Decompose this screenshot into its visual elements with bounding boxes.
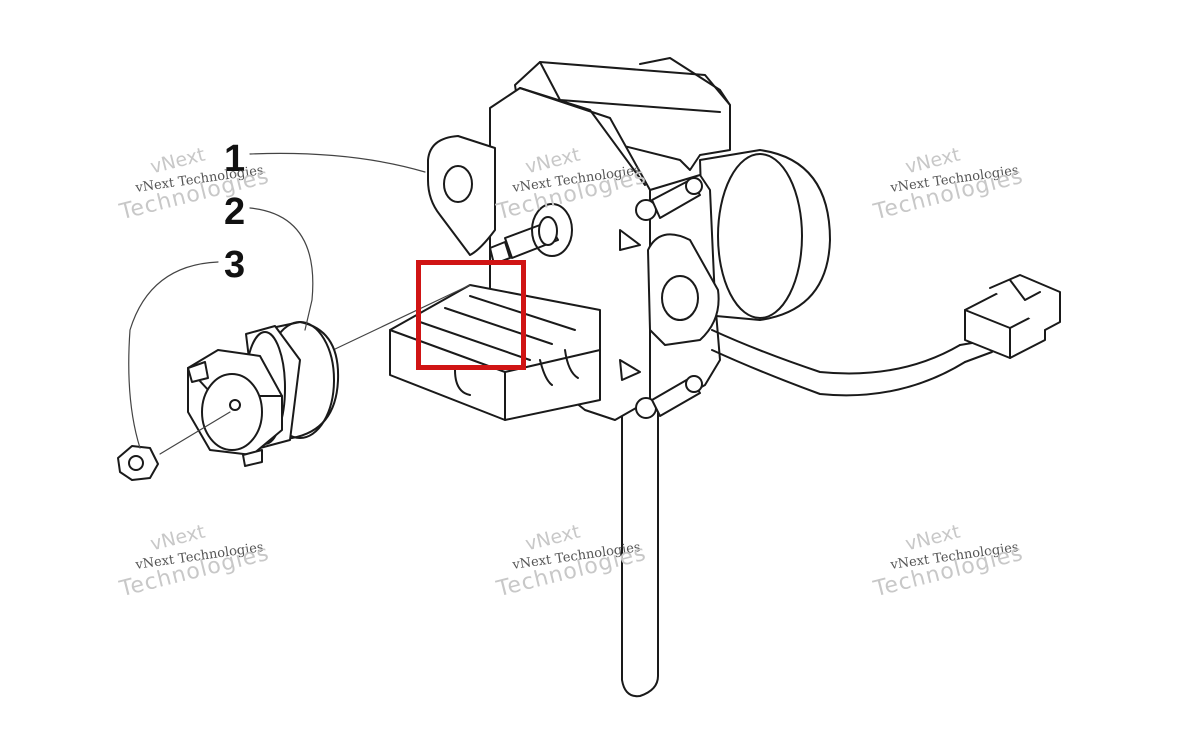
mounting-ear-right xyxy=(647,233,720,346)
shaft xyxy=(489,203,573,265)
motor-cylinder xyxy=(699,149,831,321)
highlight-box xyxy=(416,260,526,370)
vertical-rod xyxy=(621,399,659,698)
mounting-ear-left xyxy=(427,135,496,256)
callout-leaders xyxy=(128,152,426,449)
cable-connector xyxy=(964,274,1061,359)
small-nut xyxy=(117,411,231,481)
callout-1: 1 xyxy=(224,138,246,180)
cable xyxy=(711,329,993,397)
slotted-base-block xyxy=(389,284,601,421)
hex-collar xyxy=(187,349,283,467)
housing-screws xyxy=(635,177,703,419)
callout-3: 3 xyxy=(224,244,246,286)
callout-2: 2 xyxy=(224,191,246,233)
